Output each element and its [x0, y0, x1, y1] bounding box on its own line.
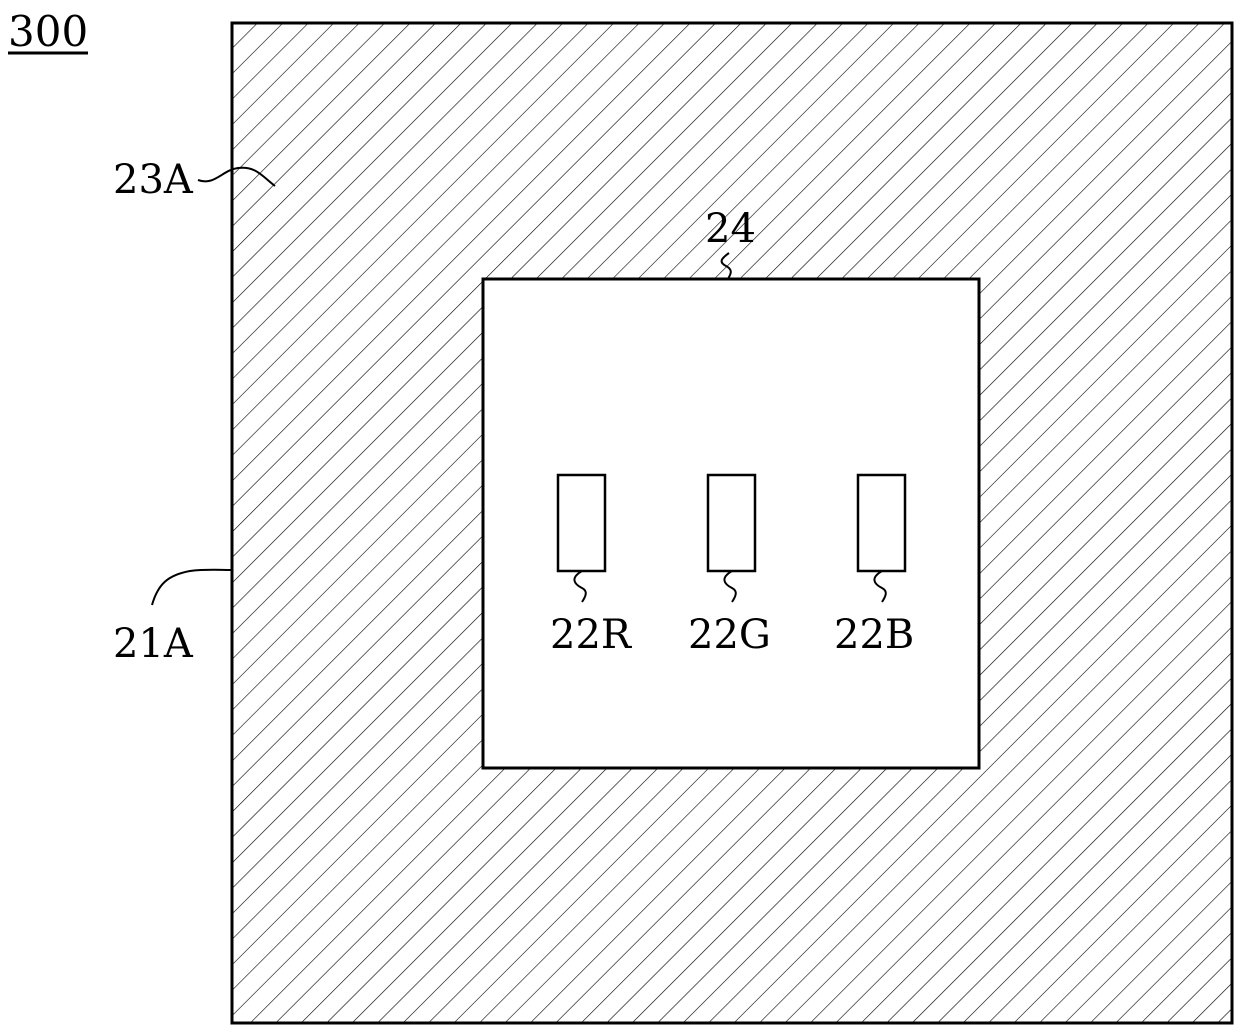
figure-number: 300 — [8, 7, 88, 56]
leader-21A — [152, 570, 232, 605]
label-22B: 22B — [834, 612, 914, 658]
subpixel-red — [558, 475, 605, 571]
label-22G: 22G — [688, 612, 771, 658]
subpixel-green — [708, 475, 755, 571]
label-22R: 22R — [550, 612, 633, 658]
subpixel-blue — [858, 475, 905, 571]
label-21A: 21A — [113, 621, 194, 667]
label-24: 24 — [705, 206, 756, 252]
label-23A: 23A — [113, 157, 194, 203]
